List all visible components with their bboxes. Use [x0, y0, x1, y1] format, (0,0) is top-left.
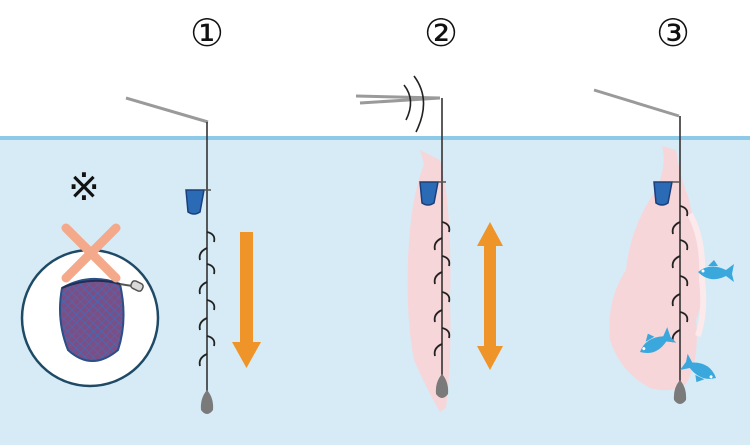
step3-chum-cloud [609, 146, 707, 391]
step-3-label: ③ [656, 11, 691, 55]
step3-rig [593, 88, 734, 404]
motion-lines [403, 75, 425, 133]
note-mark: ※ [68, 165, 100, 209]
mesh-net-icon [59, 277, 144, 362]
step1-hooks [198, 231, 216, 367]
arrow-updown-icon [477, 222, 503, 370]
sinker-icon [673, 380, 687, 404]
cross-mark-icon [61, 223, 121, 283]
step1-rig [125, 96, 261, 414]
arrow-down-icon [232, 232, 261, 368]
sinker-icon [200, 390, 214, 414]
chum-basket-icon [653, 181, 680, 206]
step-1-label: ① [190, 11, 225, 55]
step2-chum-cloud [407, 150, 451, 412]
chum-basket-icon [185, 189, 211, 215]
step2-hooks [433, 221, 451, 357]
chum-basket-icon [419, 181, 446, 206]
step1-rod [125, 96, 209, 124]
sinker-icon [435, 374, 449, 398]
fish-icon [640, 260, 734, 383]
water-surface-line [0, 136, 750, 140]
step-2-label: ② [424, 11, 459, 55]
step2-rig [355, 75, 503, 412]
